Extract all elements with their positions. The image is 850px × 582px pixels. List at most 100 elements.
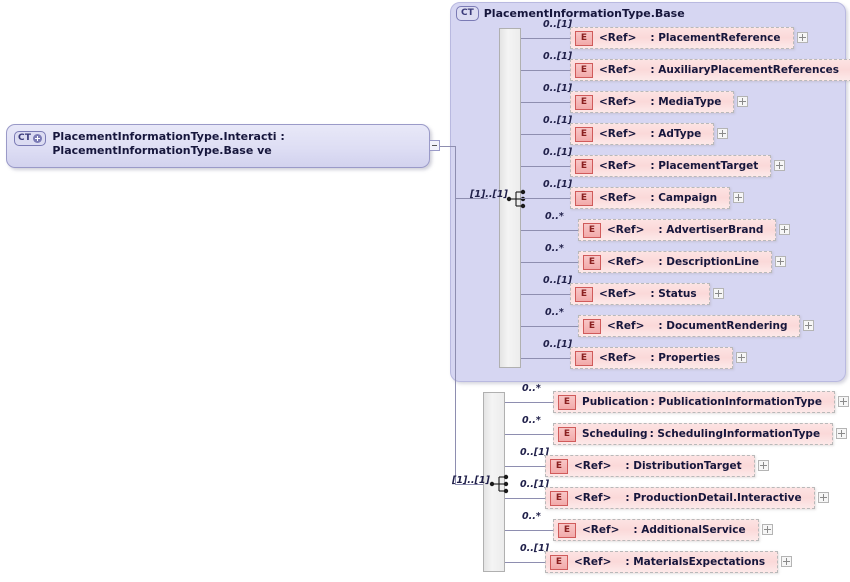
connector-row	[521, 294, 570, 295]
element-name: Scheduling	[582, 428, 648, 440]
element-type: : AdType	[650, 128, 702, 140]
element-expand-toggle[interactable]	[781, 556, 793, 567]
element-label: <Ref> : DocumentRendering	[607, 320, 788, 332]
element-expand-toggle[interactable]	[779, 224, 791, 235]
element-name: <Ref>	[599, 64, 637, 76]
connector-to-sequence-2	[455, 484, 485, 485]
root-node-label: PlacementInformationType.Interacti : Pla…	[52, 130, 285, 157]
element-type: : SchedulingInformationType	[649, 428, 821, 440]
connector-root-vertical	[455, 146, 456, 484]
element-node[interactable]: E<Ref>: AdType	[570, 123, 715, 145]
cardinality-label: 0..[1]	[520, 447, 550, 458]
element-node[interactable]: E<Ref>: DistributionTarget	[545, 455, 755, 477]
cardinality-label: 0..[1]	[543, 179, 573, 190]
element-type: : DocumentRendering	[658, 320, 788, 332]
cardinality-label: 0..[1]	[520, 543, 550, 554]
element-expand-toggle[interactable]	[803, 320, 815, 331]
connector-root-out	[440, 146, 455, 147]
element-expand-toggle[interactable]	[761, 524, 773, 535]
connector-row	[521, 198, 570, 199]
element-expand-toggle[interactable]	[817, 492, 829, 503]
cardinality-label: 0..[1]	[543, 83, 573, 94]
element-expand-toggle[interactable]	[837, 396, 849, 407]
element-expand-toggle[interactable]	[775, 256, 787, 267]
element-type: : PlacementTarget	[650, 160, 759, 172]
element-expand-toggle[interactable]	[712, 288, 724, 299]
element-node[interactable]: E <Ref>: Status	[570, 283, 710, 305]
connector-row	[505, 498, 545, 499]
element-node[interactable]: E<Ref>: MaterialsExpectations	[545, 551, 779, 573]
element-type: : AdditionalService	[633, 524, 746, 536]
connector-row	[505, 434, 553, 435]
element-node[interactable]: E<Ref>: Campaign	[570, 187, 731, 209]
connector-row	[521, 326, 578, 327]
cardinality-label: 0..*	[522, 415, 541, 426]
element-expand-toggle[interactable]	[737, 96, 749, 107]
connector-row	[521, 262, 578, 263]
element-type: : MediaType	[650, 96, 722, 108]
element-label: <Ref>: ProductionDetail.Interactive	[574, 492, 802, 504]
element-type: : AdvertiserBrand	[658, 224, 764, 236]
complextype-container-header: CT PlacementInformationType.Base	[456, 6, 685, 21]
element-node[interactable]: E Scheduling: SchedulingInformationType	[553, 423, 834, 445]
sequence-icon-extension[interactable]	[489, 473, 511, 495]
connector-row	[505, 402, 553, 403]
element-node[interactable]: E <Ref> : DocumentRendering	[578, 315, 801, 337]
element-node[interactable]: E<Ref>: DescriptionLine	[578, 251, 773, 273]
element-node[interactable]: E<Ref>: AuxiliaryPlacementReferences	[570, 59, 850, 81]
element-label: Scheduling: SchedulingInformationType	[582, 428, 820, 440]
element-name: <Ref>	[574, 492, 612, 504]
element-label: <Ref>: Properties	[599, 352, 720, 364]
element-icon: E	[575, 94, 593, 110]
element-node[interactable]: E<Ref>: MediaType	[570, 91, 735, 113]
connector-row	[505, 530, 553, 531]
element-name: <Ref>	[574, 556, 612, 568]
element-icon: E	[575, 286, 593, 302]
element-label: <Ref>: Status	[599, 288, 697, 300]
element-node[interactable]: E<Ref>: ProductionDetail.Interactive	[545, 487, 815, 509]
cardinality-label: 0..[1]	[543, 51, 573, 62]
element-name: <Ref>	[607, 224, 645, 236]
element-name: <Ref>	[574, 460, 612, 472]
element-node[interactable]: E <Ref> : AdvertiserBrand	[578, 219, 777, 241]
root-collapse-toggle[interactable]	[429, 140, 440, 151]
element-icon: E	[550, 458, 568, 474]
sequence-cardinality-base: [1]..[1]	[470, 189, 508, 200]
element-label: <Ref>: PlacementTarget	[599, 160, 758, 172]
element-type: : PlacementReference	[650, 32, 781, 44]
element-node[interactable]: E<Ref>: PlacementTarget	[570, 155, 772, 177]
element-icon: E	[575, 126, 593, 142]
connector-row	[521, 166, 570, 167]
element-expand-toggle[interactable]	[717, 128, 729, 139]
element-expand-toggle[interactable]	[733, 192, 745, 203]
element-name: <Ref>	[607, 256, 645, 268]
element-icon: E	[558, 426, 576, 442]
element-node[interactable]: E<Ref>: Properties	[570, 347, 734, 369]
sequence-icon-base[interactable]	[506, 188, 528, 210]
cardinality-label: 0..*	[545, 211, 564, 222]
element-label: <Ref>: PlacementReference	[599, 32, 781, 44]
connector-row	[505, 466, 545, 467]
element-expand-toggle[interactable]	[757, 460, 769, 471]
root-complextype-node[interactable]: CT PlacementInformationType.Interacti : …	[6, 124, 430, 168]
element-expand-toggle[interactable]	[774, 160, 786, 171]
ct-plus-icon[interactable]: CT	[14, 131, 47, 146]
element-expand-toggle[interactable]	[836, 428, 848, 439]
cardinality-label: 0..[1]	[543, 147, 573, 158]
element-type: : DescriptionLine	[658, 256, 760, 268]
cardinality-label: 0..*	[545, 243, 564, 254]
element-node[interactable]: E<Ref>: PlacementReference	[570, 27, 794, 49]
connector-row	[521, 230, 578, 231]
element-icon: E	[583, 222, 601, 238]
element-icon: E	[583, 318, 601, 334]
element-expand-toggle[interactable]	[736, 352, 748, 363]
connector-row	[521, 358, 570, 359]
element-type: : PublicationInformationType	[650, 396, 822, 408]
cardinality-label: 0..[1]	[543, 275, 573, 286]
element-node[interactable]: E<Ref>: AdditionalService	[553, 519, 759, 541]
element-name: <Ref>	[607, 320, 645, 332]
element-expand-toggle[interactable]	[796, 32, 808, 43]
connector-row	[521, 38, 570, 39]
